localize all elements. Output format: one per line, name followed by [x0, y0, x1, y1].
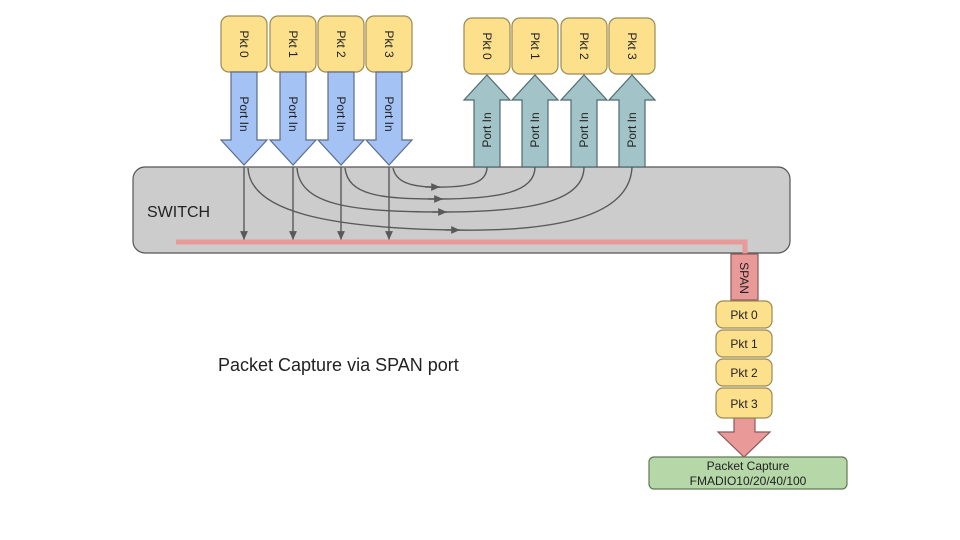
capture-box: Packet Capture FMADIO10/20/40/100 — [648, 456, 848, 490]
port-in-label: Port In — [480, 112, 494, 147]
output-packet-label: Pkt 0 — [480, 32, 494, 60]
port-out-arrow-3: Port In — [607, 74, 657, 168]
input-packet-label: Pkt 0 — [237, 30, 251, 58]
port-in-arrow-3: Port In — [364, 71, 414, 166]
span-packet-1: Pkt 1 — [715, 329, 773, 358]
switch-connectors — [240, 166, 633, 240]
input-packet-1: Pkt 1 — [269, 15, 317, 73]
input-packet-label: Pkt 3 — [382, 30, 396, 58]
span-packet-3: Pkt 3 — [715, 387, 773, 419]
input-packet-0: Pkt 0 — [220, 15, 268, 73]
port-in-arrow-0: Port In — [219, 71, 269, 166]
capture-title: Packet Capture — [707, 459, 790, 473]
output-packet-label: Pkt 3 — [625, 32, 639, 60]
input-packet-3: Pkt 3 — [365, 15, 413, 73]
port-in-label: Port In — [382, 96, 396, 131]
span-label: SPAN — [737, 262, 751, 294]
port-in-label: Port In — [528, 112, 542, 147]
span-mirror-line — [176, 239, 748, 258]
port-in-label: Port In — [237, 96, 251, 131]
output-packet-0: Pkt 0 — [463, 17, 511, 75]
output-packet-1: Pkt 1 — [511, 17, 559, 75]
port-out-arrow-0: Port In — [462, 74, 512, 168]
diagram-caption: Packet Capture via SPAN port — [218, 355, 459, 375]
input-packet-2: Pkt 2 — [317, 15, 365, 73]
port-in-label: Port In — [286, 96, 300, 131]
capture-model: FMADIO10/20/40/100 — [690, 474, 807, 488]
output-packet-label: Pkt 1 — [528, 32, 542, 60]
port-in-label: Port In — [334, 96, 348, 131]
input-packet-label: Pkt 1 — [286, 30, 300, 58]
output-packet-3: Pkt 3 — [608, 17, 656, 75]
port-out-arrow-2: Port In — [559, 74, 609, 168]
span-packet-label: Pkt 3 — [730, 397, 758, 411]
port-in-label: Port In — [625, 112, 639, 147]
span-arrow: SPAN — [716, 253, 772, 458]
span-packet-0: Pkt 0 — [715, 300, 773, 329]
span-packet-label: Pkt 2 — [730, 366, 758, 380]
output-packet-label: Pkt 2 — [577, 32, 591, 60]
span-packet-2: Pkt 2 — [715, 358, 773, 387]
port-in-label: Port In — [577, 112, 591, 147]
span-packet-label: Pkt 1 — [730, 337, 758, 351]
output-packet-2: Pkt 2 — [560, 17, 608, 75]
input-packet-label: Pkt 2 — [334, 30, 348, 58]
port-in-arrow-2: Port In — [316, 71, 366, 166]
port-in-arrow-1: Port In — [268, 71, 318, 166]
switch-label: SWITCH — [147, 204, 210, 221]
port-out-arrow-1: Port In — [510, 74, 560, 168]
span-packet-label: Pkt 0 — [730, 308, 758, 322]
